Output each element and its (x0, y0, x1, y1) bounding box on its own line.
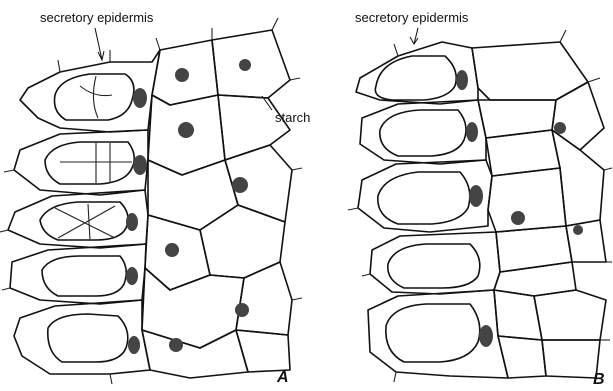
label-secretory-epidermis-b: secretory epidermis (355, 10, 469, 25)
nucleus (178, 122, 194, 138)
nucleus (126, 267, 138, 285)
nucleus (126, 213, 138, 231)
nucleus (128, 336, 140, 354)
leader-line (95, 28, 102, 60)
nucleus (511, 211, 525, 225)
nucleus (469, 185, 483, 207)
panel-a: secretory epidermis starch A (0, 10, 310, 386)
panel-letter-b: B (593, 371, 605, 388)
nucleus (235, 303, 249, 317)
label-starch: starch (275, 110, 310, 125)
nucleus (239, 59, 251, 71)
nucleus (169, 338, 183, 352)
nucleus (456, 70, 468, 90)
nucleus (175, 68, 189, 82)
panel-letter-a: A (276, 369, 289, 386)
nucleus (165, 243, 179, 257)
panel-b: secretory epidermis B (348, 10, 612, 388)
panel-a-epidermis-cells (0, 50, 160, 384)
nucleus (466, 122, 478, 142)
nucleus (554, 122, 566, 134)
nucleus (133, 88, 147, 108)
label-secretory-epidermis-a: secretory epidermis (40, 10, 154, 25)
nucleus (232, 177, 248, 193)
nucleus (573, 225, 583, 235)
panel-a-starch-cells (142, 18, 302, 378)
nucleus (479, 325, 493, 347)
nucleus (133, 155, 147, 175)
panel-b-parenchyma-cells (472, 30, 612, 378)
